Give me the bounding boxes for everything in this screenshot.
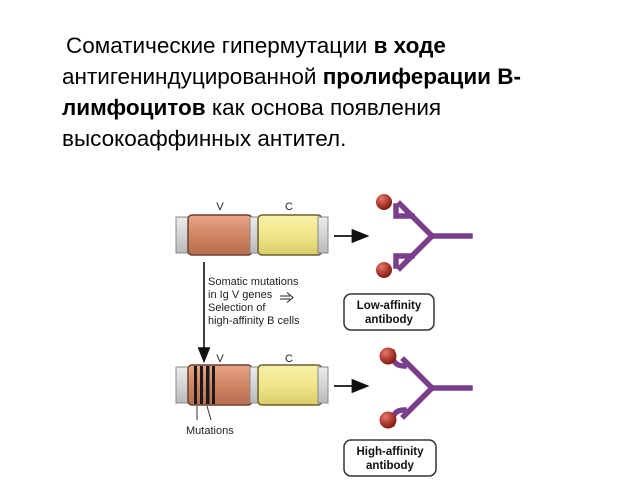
- antigen-ball: [379, 411, 397, 429]
- c-region-bottom: [257, 364, 323, 406]
- low-affinity-antibody: [393, 200, 473, 272]
- process-line-1: Somatic mutations: [208, 276, 299, 288]
- low-affinity-line-2: antibody: [365, 314, 414, 326]
- process-text: Somatic mutations in Ig V genes Selectio…: [208, 276, 300, 327]
- high-affinity-antigen: [379, 347, 397, 429]
- heading-part-5: как основа появления высокоаффинных анти…: [62, 95, 442, 151]
- double-arrow-icon: [280, 292, 294, 303]
- c-region-top: [257, 214, 323, 256]
- mutation-bands: [194, 366, 215, 404]
- antigen-ball: [376, 262, 392, 278]
- c-label-bottom: C: [285, 353, 293, 365]
- process-line-2: in Ig V genes: [208, 289, 273, 301]
- heading-part-2-bold: в ходе: [373, 33, 446, 58]
- high-affinity-antibody: [389, 349, 473, 427]
- antigen-ball: [376, 194, 392, 210]
- c-label-top: C: [285, 201, 293, 213]
- antigen-ball: [379, 347, 397, 365]
- v-label-top: V: [216, 201, 224, 213]
- mutations-label: Mutations: [186, 425, 234, 437]
- gene-segment-top: V C: [175, 201, 329, 256]
- v-region-top: [187, 214, 253, 256]
- low-affinity-line-1: Low-affinity: [357, 300, 422, 312]
- high-affinity-label-box: High-affinity antibody: [343, 439, 437, 477]
- heading-part-1: Соматические гипермутации: [66, 33, 374, 58]
- low-affinity-antigen: [376, 194, 392, 278]
- gene-segment-bottom: V C Mutations: [175, 353, 329, 437]
- heading-part-4-bold: пролиферации В-лимфоцитов: [62, 64, 522, 120]
- heading-text: Соматические гипермутации в ходе антиген…: [62, 30, 622, 154]
- process-line-3: Selection of: [208, 302, 266, 314]
- high-affinity-line-1: High-affinity: [356, 446, 424, 458]
- v-region-bottom: [187, 364, 253, 406]
- process-line-4: high-affinity B cells: [208, 315, 300, 327]
- v-label-bottom: V: [216, 353, 224, 365]
- heading-part-3: антигениндуцированной: [62, 64, 323, 89]
- low-affinity-label-box: Low-affinity antibody: [343, 293, 435, 331]
- gene-connector-right: [317, 216, 329, 254]
- high-affinity-line-2: antibody: [366, 460, 415, 472]
